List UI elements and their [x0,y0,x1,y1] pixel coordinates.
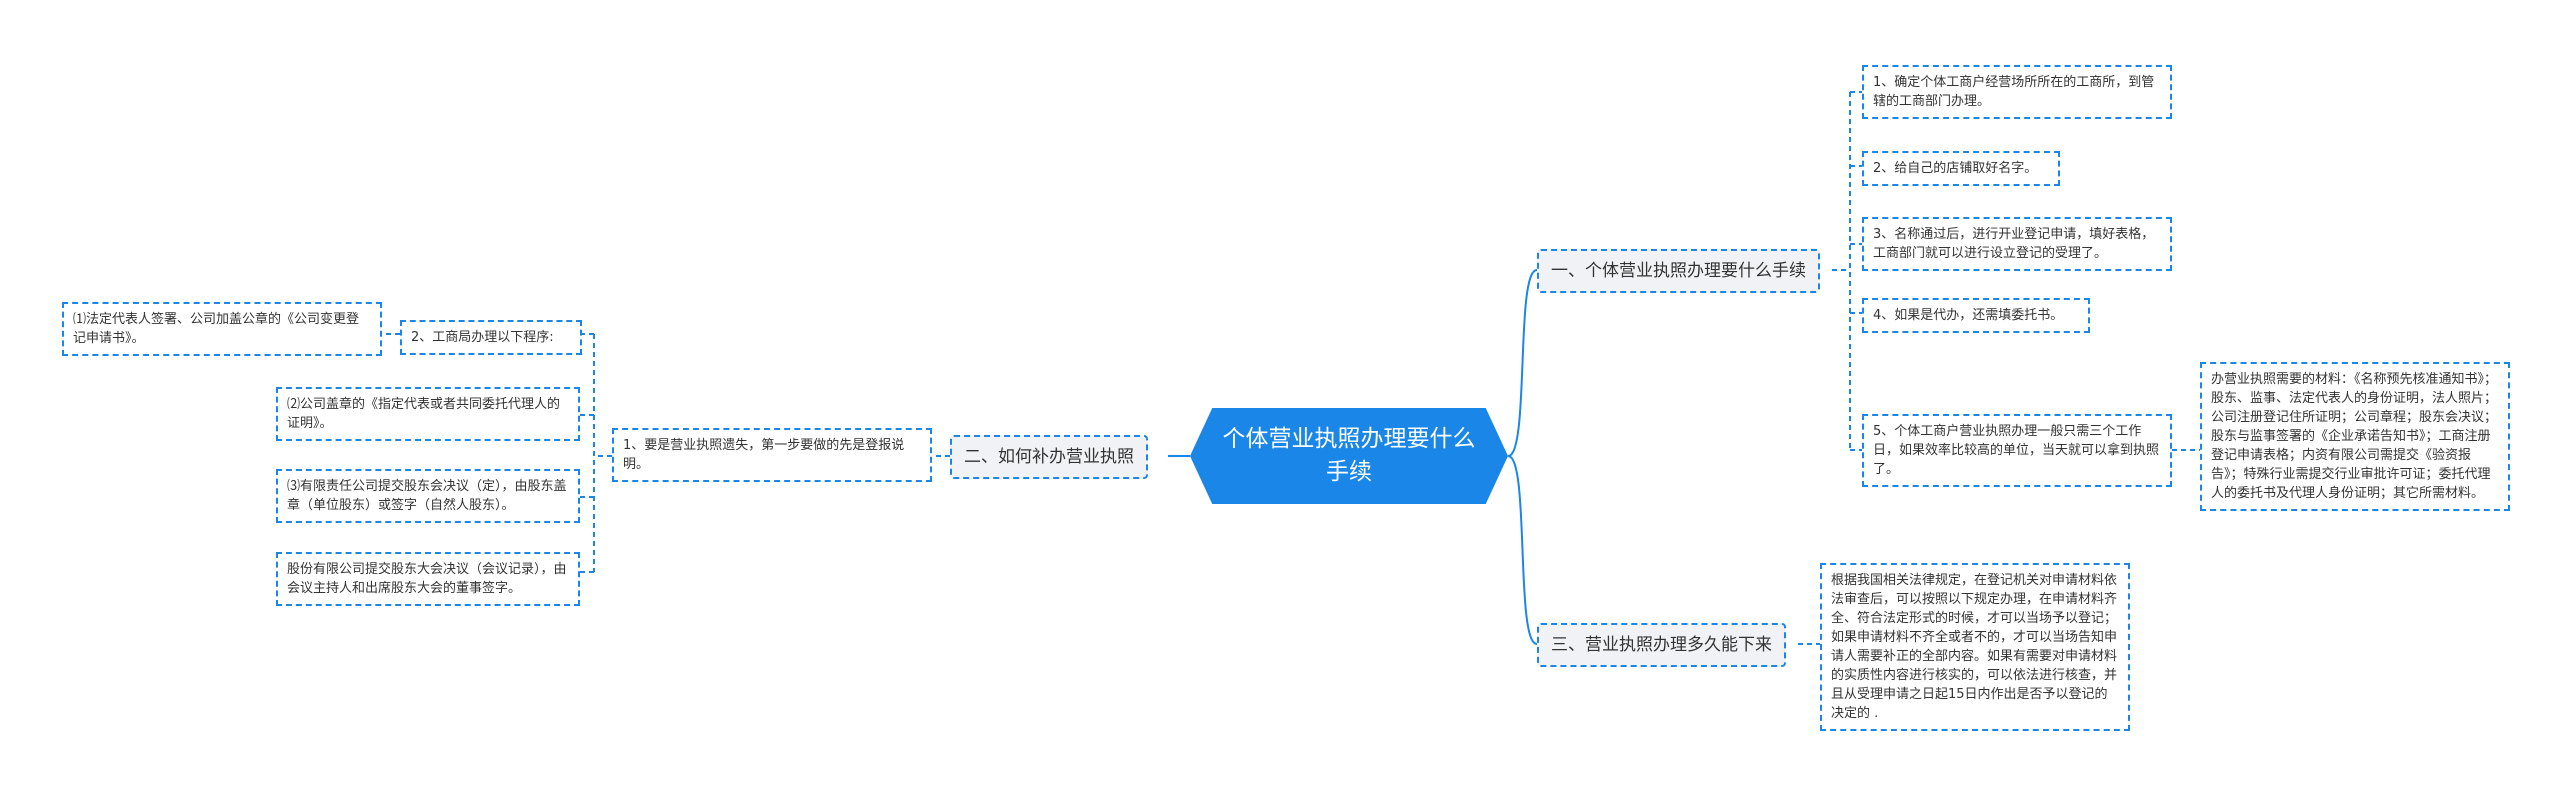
procedure-step-2[interactable]: 2、给自己的店铺取好名字。 [1862,151,2060,186]
reissue-step-1[interactable]: 1、要是营业执照遗失，第一步要做的先是登报说明。 [612,428,932,482]
link-root-b1 [1507,269,1538,457]
branch-reissue[interactable]: 二、如何补办营业执照 [950,435,1148,479]
reissue-doc-change-application[interactable]: ⑴法定代表人签署、公司加盖公章的《公司变更登记申请书》。 [62,302,382,356]
procedure-step-4[interactable]: 4、如果是代办，还需填委托书。 [1862,298,2090,333]
link-root-b3 [1507,455,1538,645]
reissue-doc-llc-resolution[interactable]: ⑶有限责任公司提交股东会决议（定），由股东盖章（单位股东）或签字（自然人股东）。 [276,469,580,523]
reissue-doc-designated-agent[interactable]: ⑵公司盖章的《指定代表或者共同委托代理人的证明》。 [276,387,580,441]
branch-processing-time[interactable]: 三、营业执照办理多久能下来 [1537,623,1786,667]
link-b1-spine [1832,92,1851,450]
link-b2-spine [593,334,612,572]
root-topic[interactable]: 个体营业执照办理要什么手续 [1190,408,1508,504]
procedure-step-5[interactable]: 5、个体工商户营业执照办理一般只需三个工作日，如果效率比较高的单位，当天就可以拿… [1862,414,2172,487]
reissue-doc-joint-stock-resolution[interactable]: 股份有限公司提交股东大会决议（会议记录），由会议主持人和出席股东大会的董事签字。 [276,552,580,606]
procedure-step-1[interactable]: 1、确定个体工商户经营场所所在的工商所，到管辖的工商部门办理。 [1862,65,2172,119]
reissue-step-2[interactable]: 2、工商局办理以下程序: [400,320,582,355]
procedure-step-3[interactable]: 3、名称通过后，进行开业登记申请，填好表格，工商部门就可以进行设立登记的受理了。 [1862,217,2172,271]
branch-procedures[interactable]: 一、个体营业执照办理要什么手续 [1537,249,1820,293]
processing-time-detail[interactable]: 根据我国相关法律规定，在登记机关对申请材料依法审查后，可以按照以下规定办理，在申… [1820,563,2130,731]
required-materials[interactable]: 办营业执照需要的材料：《名称预先核准通知书》；股东、监事、法定代表人的身份证明，… [2200,362,2510,511]
